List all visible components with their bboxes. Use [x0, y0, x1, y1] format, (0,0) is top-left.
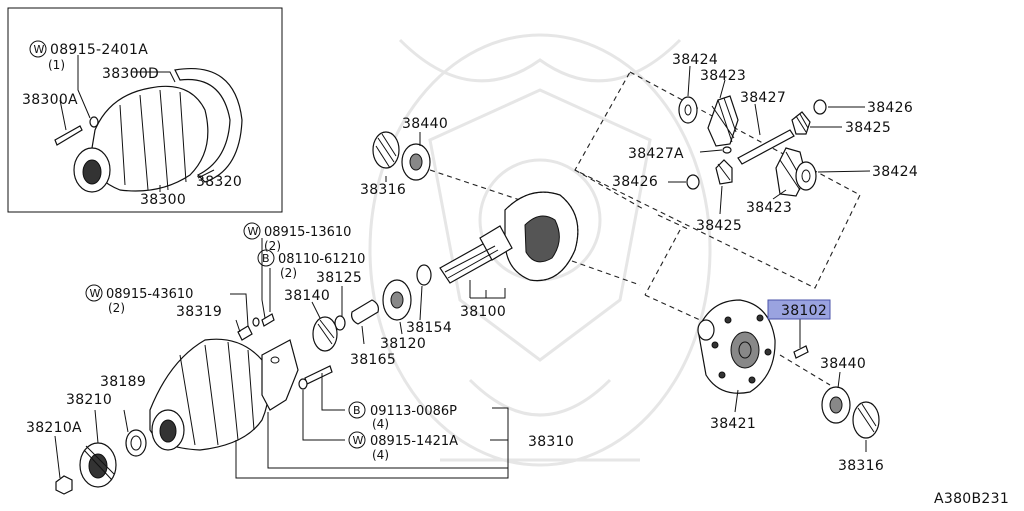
callout-38425-top: 38425 [845, 120, 891, 136]
plug-08110 [261, 313, 275, 327]
code-13610: 08915-13610 [264, 225, 351, 240]
gasket-38320 [174, 68, 243, 183]
spacer-38154 [416, 264, 432, 286]
callout-38102: 38102 [781, 303, 827, 319]
code-13610-letter: W [248, 225, 259, 238]
callout-38319: 38319 [176, 304, 222, 320]
callout-38140: 38140 [284, 288, 330, 304]
callout-38425-bottom: 38425 [696, 218, 742, 234]
code-0086P: 09113-0086P [370, 404, 457, 419]
cap-bolt-09113 [304, 365, 333, 385]
washer-inset [89, 116, 99, 128]
inset-washer-letter: W [34, 43, 45, 56]
code-43610-letter: W [90, 287, 101, 300]
case-bolt-38102 [793, 345, 809, 359]
washer-38426-bottom [686, 174, 700, 190]
nut-38210A [55, 475, 73, 495]
callout-38100: 38100 [460, 304, 506, 320]
label-38300D: 38300D [102, 66, 159, 82]
highlight-38102 [767, 299, 831, 320]
callout-38316-bottom: 38316 [838, 458, 884, 474]
callout-38421: 38421 [710, 416, 756, 432]
thrust-washer-38424-bottom [795, 161, 817, 191]
inset-panel: W 08915-2401A (1) 38300D 38300A 38320 38… [7, 7, 283, 213]
fastener-codes: W 08915-13610 (2) B 08110-61210 (2) W 08… [85, 222, 458, 462]
callout-38427: 38427 [740, 90, 786, 106]
code-13610-qty: (2) [264, 239, 281, 253]
shim-38125 [334, 315, 346, 331]
callout-38423-top: 38423 [700, 68, 746, 84]
thrust-washer-38424-top [678, 96, 698, 124]
callout-38210A: 38210A [26, 420, 82, 436]
callout-38310: 38310 [528, 434, 574, 450]
callout-38427A: 38427A [628, 146, 684, 162]
gear-carrier-38310 [149, 338, 509, 479]
callout-38423-bottom: 38423 [746, 200, 792, 216]
code-61210-letter: B [262, 252, 270, 265]
code-1421A: 08915-1421A [370, 434, 458, 449]
callout-38154: 38154 [406, 320, 452, 336]
cap-washer-08915 [298, 378, 308, 390]
oil-seal-38189 [125, 429, 147, 457]
callout-38440-bottom: 38440 [820, 356, 866, 372]
side-bearing-set-top [372, 131, 431, 182]
label-38300: 38300 [140, 192, 186, 208]
pinion-flange-set [54, 409, 147, 495]
label-38300A: 38300A [22, 92, 78, 108]
inset-washer-code: 08915-2401A [50, 42, 148, 58]
code-0086P-qty: (4) [372, 417, 389, 431]
callout-38424-bottom: 38424 [872, 164, 918, 180]
callout-38426-bottom: 38426 [612, 174, 658, 190]
callout-38189: 38189 [100, 374, 146, 390]
callout-38316-top: 38316 [360, 182, 406, 198]
lock-pin-38427A [722, 146, 732, 154]
callout-38426-top: 38426 [867, 100, 913, 116]
side-gear-38423-top [707, 95, 739, 147]
code-43610: 08915-43610 [106, 287, 193, 302]
bolt-38319 [237, 325, 253, 341]
callout-38120: 38120 [380, 336, 426, 352]
pinion-shaft-38427 [737, 129, 795, 165]
callout-38424-top: 38424 [672, 52, 718, 68]
bearing-cap [261, 339, 299, 411]
differential-case-38421 [697, 299, 880, 452]
label-38320: 38320 [196, 174, 242, 190]
code-61210-qty: (2) [280, 266, 297, 280]
code-61210: 08110-61210 [278, 252, 365, 267]
inset-washer-qty: (1) [48, 58, 65, 72]
stud-38300A [54, 125, 83, 146]
collapsible-spacer-38165 [351, 299, 379, 325]
callout-38165: 38165 [350, 352, 396, 368]
pinion-bearing-set [311, 279, 423, 352]
callout-labels: 38424 38423 38427 38426 38425 38427A 384… [26, 52, 918, 474]
code-0086P-letter: B [353, 404, 361, 417]
callout-38210: 38210 [66, 392, 112, 408]
callout-38440-top: 38440 [402, 116, 448, 132]
ring-gear-pinion-38100 [416, 191, 579, 299]
rear-cover-38300 [89, 85, 209, 192]
bolts-and-washers [230, 238, 275, 341]
callout-38125: 38125 [316, 270, 362, 286]
diagram-reference-code: A380B231 [934, 491, 1009, 507]
differential-gear-set [668, 65, 871, 215]
code-43610-qty: (2) [108, 301, 125, 315]
washer-38426-top [813, 99, 827, 115]
code-1421A-letter: W [353, 434, 364, 447]
code-1421A-qty: (4) [372, 448, 389, 462]
